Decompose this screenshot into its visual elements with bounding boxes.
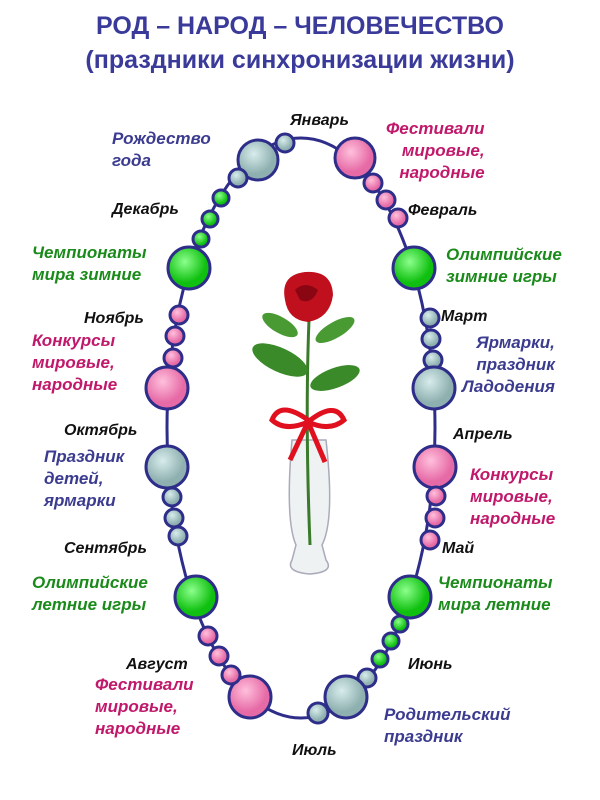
pink-bead	[197, 625, 219, 647]
event-christmas: Рождество года	[112, 129, 211, 170]
green-bead	[200, 209, 220, 229]
grey-bead	[163, 507, 185, 529]
month-february: Февраль	[408, 202, 478, 219]
green-bead	[370, 649, 390, 669]
month-march: Март	[441, 308, 488, 325]
event-winter-championships: Чемпионаты мира зимние	[32, 243, 147, 284]
month-january: Январь	[290, 112, 349, 129]
grey-bead	[161, 486, 183, 508]
grey-bead	[419, 307, 441, 329]
pink-bead	[333, 136, 377, 180]
pink-bead	[424, 507, 446, 529]
green-bead	[211, 188, 231, 208]
grey-bead	[306, 701, 330, 725]
pink-bead	[362, 172, 384, 194]
pink-bead	[425, 485, 447, 507]
pink-bead	[387, 207, 409, 229]
month-october: Октябрь	[64, 422, 138, 439]
grey-bead	[167, 525, 189, 547]
green-bead	[166, 245, 212, 291]
grey-bead	[227, 167, 249, 189]
grey-bead	[274, 132, 296, 154]
green-bead	[387, 574, 433, 620]
green-bead	[191, 229, 211, 249]
event-contests-november: Конкурсы мировые, народные	[32, 331, 118, 394]
event-children-day: Праздник детей, ярмарки	[44, 447, 125, 510]
pink-bead	[419, 529, 441, 551]
month-august: Август	[126, 656, 188, 673]
pink-bead	[220, 664, 242, 686]
event-contests-april: Конкурсы мировые, народные	[470, 465, 556, 528]
event-festivals-august: Фестивали мировые, народные	[95, 675, 194, 738]
pink-bead	[208, 645, 230, 667]
pink-bead	[375, 189, 397, 211]
month-september: Сентябрь	[64, 540, 147, 557]
event-winter-olympics: Олимпийские зимние игры	[446, 245, 562, 286]
rose-vase-image	[252, 271, 360, 575]
month-april: Апрель	[453, 426, 513, 443]
month-may: Май	[442, 540, 475, 557]
grey-bead	[323, 674, 369, 720]
green-bead	[390, 614, 410, 634]
pink-bead	[144, 365, 190, 411]
month-july: Июль	[292, 742, 337, 759]
event-festivals-january: Фестивали мировые, народные	[386, 119, 485, 182]
grey-bead	[236, 138, 280, 182]
month-june: Июнь	[408, 656, 453, 673]
pink-bead	[227, 674, 273, 720]
pink-bead	[162, 347, 184, 369]
event-fairs-ladodenie: Ярмарки, праздник Ладодения	[462, 333, 555, 396]
pink-bead	[168, 304, 190, 326]
event-summer-olympics: Олимпийские летние игры	[32, 573, 148, 614]
month-november: Ноябрь	[84, 310, 144, 327]
event-summer-championships: Чемпионаты мира летние	[438, 573, 553, 614]
event-parents-day: Родительский праздник	[384, 705, 511, 746]
pink-bead	[164, 325, 186, 347]
green-bead	[391, 245, 437, 291]
grey-bead	[411, 365, 457, 411]
necklace-string	[165, 136, 437, 720]
grey-bead	[144, 444, 190, 490]
green-bead	[173, 574, 219, 620]
grey-bead	[420, 328, 442, 350]
green-bead	[381, 631, 401, 651]
month-december: Декабрь	[112, 201, 179, 218]
pink-bead	[412, 444, 458, 490]
title-line1: РОД – НАРОД – ЧЕЛОВЕЧЕСТВО	[95, 12, 505, 40]
title-line2: (праздники синхронизации жизни)	[85, 46, 515, 74]
